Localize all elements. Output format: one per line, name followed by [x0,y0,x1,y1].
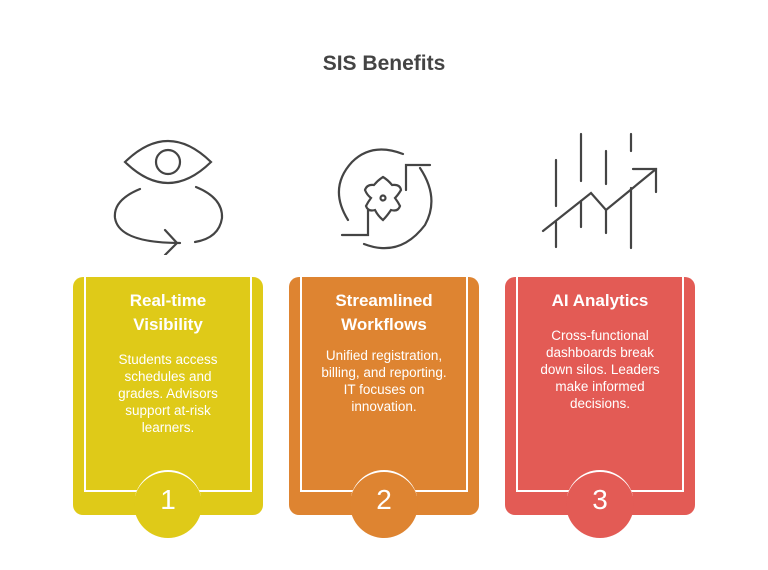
body-line: learners. [141,420,195,435]
card-heading: Real-time Visibility [87,289,249,337]
body-line: Students access [118,352,218,367]
card-number: 1 [160,484,176,515]
page-title: SIS Benefits [322,52,446,75]
benefit-card-3: 3 AI Analytics Cross-functional dashboar… [505,277,695,538]
body-line: dashboards break [545,345,655,360]
body-line: down silos. Leaders [540,362,660,377]
body-line: support at-risk [125,403,211,418]
body-line: innovation. [351,399,417,414]
eye-rotate-icon [113,140,224,255]
body-line: decisions. [569,396,631,411]
body-line: make informed [555,379,645,394]
card-body: Students access schedules and grades. Ad… [87,351,249,436]
heading-line: Workflows [341,315,427,334]
heading-line: Real-time [129,291,207,310]
badge-arc [134,470,202,496]
body-line: IT focuses on [343,382,425,397]
card-number: 3 [592,484,608,515]
body-line: schedules and [124,369,212,384]
benefit-card-1: 1 Real-time Visibility Students access s… [73,277,263,538]
heading-line: Visibility [133,315,203,334]
card-body: Cross-functional dashboards break down s… [519,327,681,412]
card-heading: AI Analytics [519,289,681,313]
body-line: Cross-functional [551,328,649,343]
badge-arc [350,470,418,496]
card-body: Unified registration, billing, and repor… [303,347,465,415]
card-heading: Streamlined Workflows [303,289,465,337]
heading-line: Streamlined [335,291,433,310]
benefit-card-2: 2 Streamlined Workflows Unified registra… [289,277,479,538]
card-number: 2 [376,484,392,515]
body-line: billing, and reporting. [321,365,447,380]
badge-arc [566,470,634,496]
body-line: grades. Advisors [118,386,218,401]
trend-arrow-icon [541,132,658,250]
gear-refresh-icon [337,148,433,250]
heading-line: AI Analytics [551,291,649,310]
body-line: Unified registration, [325,348,443,363]
